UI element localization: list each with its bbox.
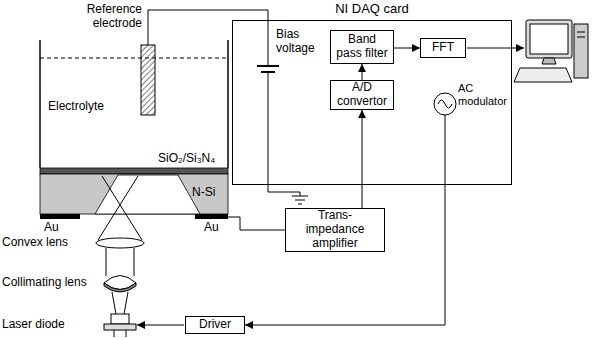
collimating-lens — [104, 283, 136, 292]
box-label: A/D convertor — [334, 81, 390, 109]
ground-symbol — [292, 196, 308, 197]
process-box: Trans-impedance amplifier — [285, 208, 385, 252]
box-label: Driver — [199, 318, 231, 332]
light-beam — [106, 248, 107, 276]
bias-wire — [268, 72, 300, 196]
sine-wave — [438, 100, 452, 108]
monitor-stand — [542, 58, 556, 64]
reference-electrode — [141, 45, 155, 115]
ac-source-symbol — [432, 91, 458, 117]
signal-arrow — [362, 110, 363, 208]
light-beam — [134, 248, 135, 276]
ac-modulator: AC modulator — [428, 80, 508, 120]
part-label: N-Si — [192, 186, 215, 200]
drive-wire — [137, 325, 184, 326]
laser-diode — [104, 324, 136, 330]
laser-pin — [126, 330, 127, 337]
process-box: FFT — [420, 38, 466, 58]
cell-wall — [39, 40, 41, 168]
cell-wall — [227, 40, 229, 168]
etched-cavity — [95, 175, 200, 214]
convex-lens — [96, 238, 144, 248]
drive-slot — [577, 37, 585, 38]
data-wire — [467, 48, 524, 49]
process-box: A/D convertor — [330, 80, 394, 110]
sio2-si3n4-layer — [40, 168, 228, 174]
daq-card-frame: Band pass filter FFT A/D convertor AC modul… — [232, 20, 512, 185]
part-label: Reference electrode — [66, 3, 142, 31]
au-contact — [40, 214, 80, 219]
box-label: AC modulator — [458, 82, 508, 107]
electrode-wire — [228, 217, 285, 230]
light-beam — [112, 292, 116, 314]
computer-monitor — [526, 20, 572, 58]
part-label: Laser diode — [2, 318, 65, 332]
process-box: Driver — [185, 316, 245, 334]
light-beam — [124, 292, 128, 314]
ground-symbol — [295, 200, 305, 201]
card-heading: NI DAQ card — [233, 2, 511, 17]
box-label: Trans-impedance amplifier — [289, 209, 381, 250]
light-beam — [102, 176, 142, 240]
computer-keyboard — [514, 68, 572, 82]
bias-wire — [148, 10, 268, 66]
box-label: FFT — [432, 41, 454, 55]
computer-tower — [574, 24, 588, 78]
part-label: Au — [204, 221, 219, 235]
ground-symbol — [298, 204, 302, 205]
laser-pin — [114, 330, 115, 337]
part-label: Au — [44, 221, 59, 235]
signal-arrow — [362, 64, 363, 80]
process-box: Band pass filter — [330, 30, 394, 64]
liquid-surface — [40, 58, 228, 59]
signal-arrow — [394, 48, 420, 49]
light-beam — [98, 176, 138, 240]
part-label: Electrolyte — [48, 100, 104, 114]
laser-diode — [111, 314, 129, 324]
capacitor-plate — [257, 65, 279, 67]
computer-screen — [530, 24, 568, 54]
part-label: Bias voltage — [276, 28, 326, 56]
ac-source-circle — [434, 93, 456, 115]
n-si-substrate — [40, 174, 228, 214]
au-contact — [195, 214, 228, 219]
drive-slot — [577, 32, 585, 33]
part-label: SiO₂/Si₃N₄ — [158, 152, 215, 166]
signal-arrow — [245, 115, 445, 325]
part-label: Collimating lens — [2, 276, 87, 290]
part-label: Convex lens — [2, 236, 68, 250]
box-label: Band pass filter — [334, 33, 390, 61]
